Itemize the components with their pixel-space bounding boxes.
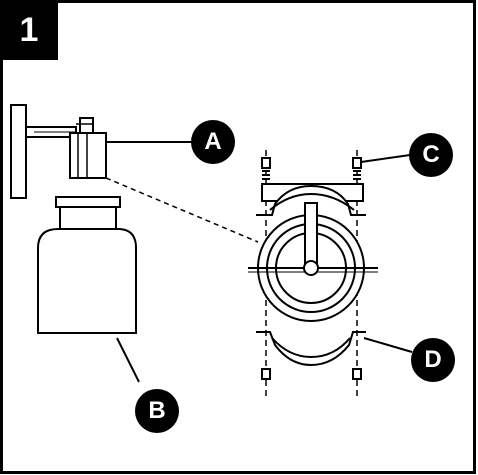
callout-c: C xyxy=(409,133,453,177)
glass-shade xyxy=(37,228,137,334)
shade-neck xyxy=(55,196,121,208)
center-stem xyxy=(304,202,318,264)
projection-dashed-line xyxy=(105,177,259,243)
step-number-badge: 1 xyxy=(0,0,58,60)
callout-a: A xyxy=(191,120,235,164)
leader-line-d xyxy=(363,337,413,353)
socket-cup xyxy=(69,132,107,179)
socket-clip xyxy=(79,117,94,133)
center-nut xyxy=(303,260,319,276)
bottom-nut-right xyxy=(352,368,362,380)
upper-bracket xyxy=(256,184,366,216)
top-screw-right xyxy=(352,157,362,180)
callout-b: B xyxy=(135,389,179,433)
wall-plate xyxy=(10,104,27,199)
fixture-side-view xyxy=(10,104,137,334)
bottom-nut-left xyxy=(261,368,271,380)
leader-line-c xyxy=(360,154,411,163)
shade-collar xyxy=(59,206,117,230)
callout-d: D xyxy=(411,338,455,382)
leader-line-b xyxy=(116,337,140,383)
fixture-front-view xyxy=(248,150,378,398)
top-screw-left xyxy=(261,157,271,180)
lower-bracket xyxy=(256,331,366,367)
